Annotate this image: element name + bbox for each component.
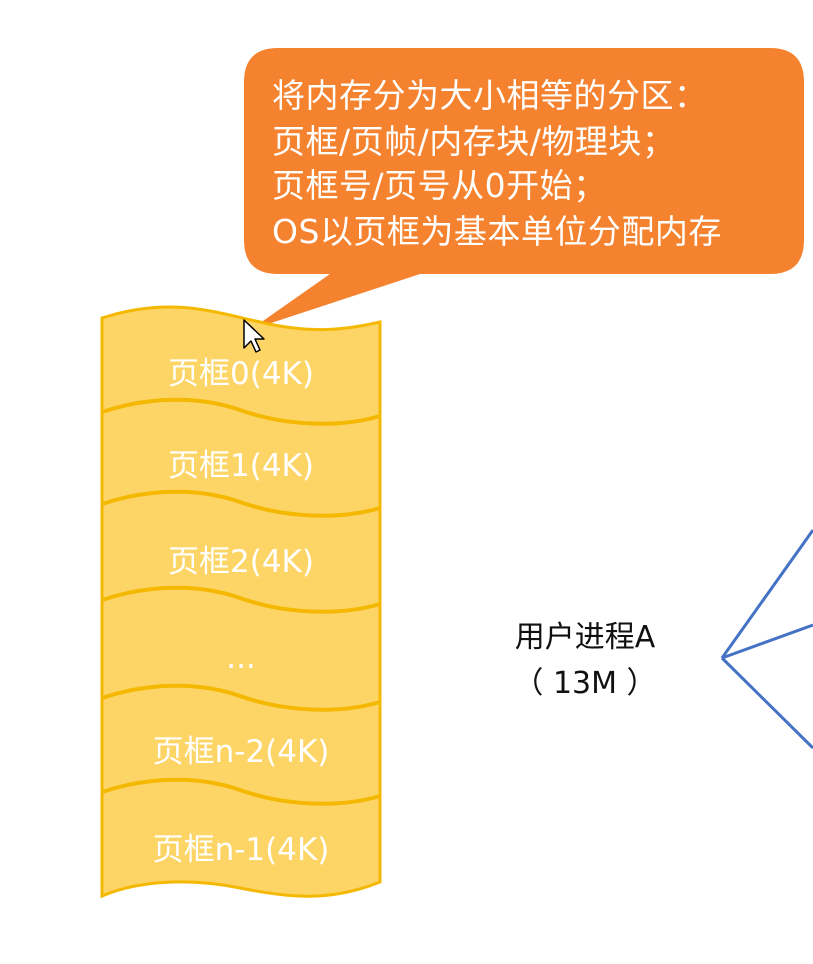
frame-divider xyxy=(101,777,381,806)
frame-divider xyxy=(101,397,381,426)
process-name: 用户进程A xyxy=(514,620,656,655)
callout-line-1: 将内存分为大小相等的分区： xyxy=(272,76,708,115)
frame-label: 页框n-1(4K) xyxy=(152,832,330,868)
frame-label: 页框1(4K) xyxy=(168,448,314,484)
connector-line xyxy=(720,529,813,659)
connector-line xyxy=(721,623,813,660)
mouse-pointer-icon xyxy=(243,319,265,353)
connector-line xyxy=(720,656,813,750)
frame-divider xyxy=(101,489,381,518)
frame-label: 页框0(4K) xyxy=(168,356,314,392)
frame-label: ... xyxy=(226,640,256,676)
callout-bubble xyxy=(244,48,804,330)
frame-label: 页框2(4K) xyxy=(168,544,314,580)
frame-divider xyxy=(101,585,381,614)
callout-line-4: OS以页框为基本单位分配内存 xyxy=(272,212,722,251)
frame-label: 页框n-2(4K) xyxy=(152,734,330,770)
callout-line-3: 页框号/页号从0开始； xyxy=(272,166,607,205)
frame-divider xyxy=(101,683,381,712)
callout-line-2: 页框/页帧/内存块/物理块； xyxy=(272,122,676,161)
memory-strip xyxy=(100,305,382,899)
process-size: （ 13M ） xyxy=(513,666,657,701)
